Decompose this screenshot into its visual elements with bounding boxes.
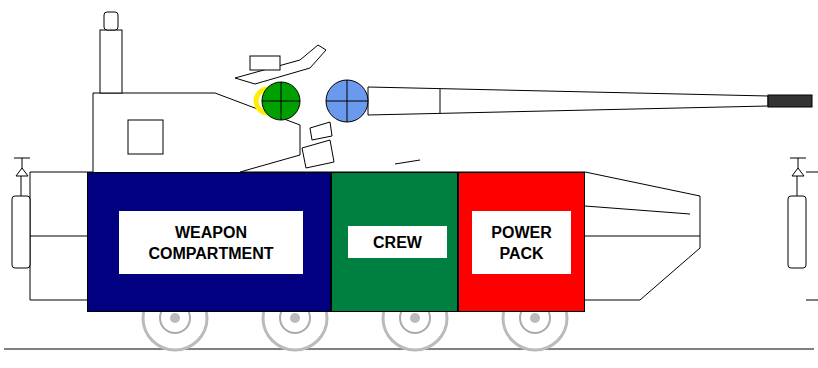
- vehicle-outline: [4, 12, 818, 349]
- turret-window: [128, 120, 163, 154]
- hull-line: [30, 236, 87, 237]
- blue-crosshair: [326, 80, 368, 122]
- label-patch: CREW: [348, 226, 447, 258]
- hull-line: [585, 206, 690, 214]
- green-crosshair: [262, 82, 300, 120]
- tow-hook: [788, 196, 806, 268]
- hatch: [310, 122, 332, 140]
- mast: [100, 30, 122, 93]
- compartment-label: WEAPON COMPARTMENT: [148, 222, 273, 264]
- muzzle-brake: [768, 95, 812, 107]
- label-patch: WEAPON COMPARTMENT: [119, 211, 303, 274]
- compartment-label: POWER PACK: [491, 222, 551, 264]
- hull-line: [806, 172, 818, 300]
- compartment-box: POWER PACK: [458, 172, 585, 312]
- compartment-box: CREW: [331, 172, 458, 312]
- compartment-box: WEAPON COMPARTMENT: [87, 172, 331, 312]
- mast-head: [104, 12, 118, 30]
- sight: [235, 45, 326, 84]
- label-patch: POWER PACK: [472, 211, 571, 274]
- tow-hook: [14, 158, 30, 176]
- compartment-label: CREW: [373, 232, 422, 253]
- gun-barrel: [368, 87, 768, 115]
- gun-barrel: [440, 89, 441, 113]
- handle: [395, 160, 420, 164]
- sight: [250, 56, 280, 70]
- tow-hook: [790, 158, 806, 176]
- tow-hook: [797, 176, 798, 196]
- hull-line: [585, 236, 700, 237]
- tow-hook: [12, 196, 30, 268]
- tow-hook: [21, 176, 22, 196]
- hatch: [302, 140, 334, 168]
